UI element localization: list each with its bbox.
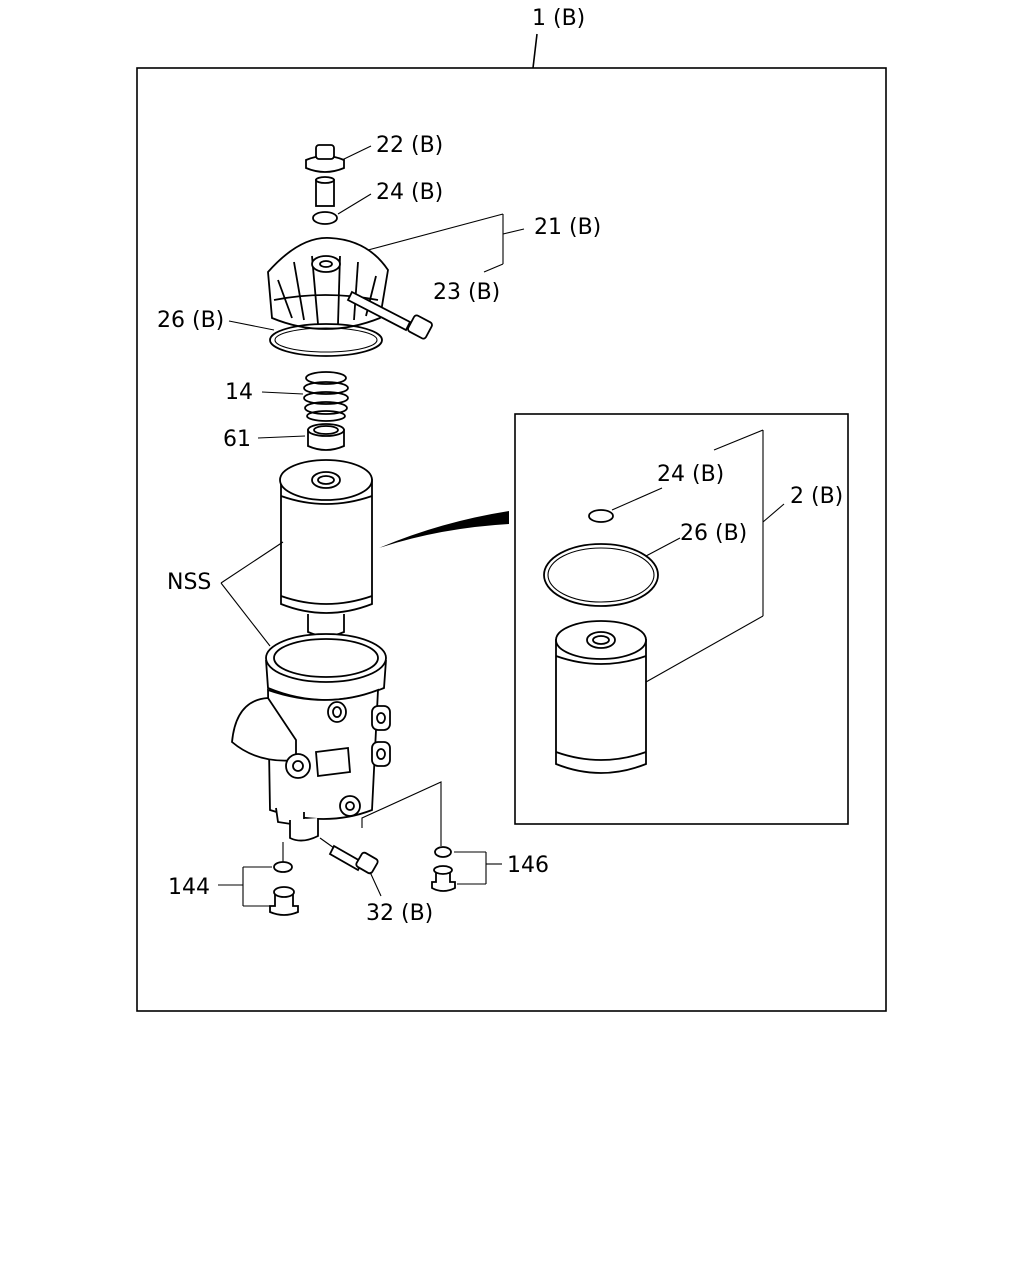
part-61-seat	[307, 423, 345, 451]
label-23: 23 (B)	[433, 280, 500, 305]
label-146: 146	[507, 853, 549, 878]
part-14-spring	[303, 371, 349, 422]
part-144-plug	[269, 886, 299, 916]
inset-label-26: 26 (B)	[680, 521, 747, 546]
part-32-bolt	[328, 844, 379, 875]
label-24: 24 (B)	[376, 180, 443, 205]
label-32: 32 (B)	[366, 901, 433, 926]
inset-label-24: 24 (B)	[657, 462, 724, 487]
part-146-plug	[431, 865, 456, 892]
label-nss: NSS	[167, 570, 211, 595]
part-22-bolt	[305, 144, 345, 207]
part-21-cover	[267, 237, 389, 330]
part-24-o-ring	[312, 211, 338, 225]
inset-part-24-o-ring	[588, 509, 614, 523]
part-filter-element	[279, 459, 373, 637]
label-assembly: 1 (B)	[532, 6, 585, 31]
inset-pointer-wedge	[379, 511, 509, 548]
label-26: 26 (B)	[157, 308, 224, 333]
label-61: 61	[223, 427, 251, 452]
inset-label-2: 2 (B)	[790, 484, 843, 509]
inset-part-26-o-ring	[543, 543, 659, 607]
part-26-o-ring	[269, 323, 383, 357]
main-frame	[136, 67, 887, 1012]
part-filter-housing	[231, 633, 391, 842]
inset-part-2-filter-element	[555, 620, 647, 774]
part-23-bolt	[346, 290, 433, 340]
label-21: 21 (B)	[534, 215, 601, 240]
label-14: 14	[225, 380, 253, 405]
inset-frame	[514, 413, 849, 825]
label-22: 22 (B)	[376, 133, 443, 158]
label-144: 144	[168, 875, 210, 900]
